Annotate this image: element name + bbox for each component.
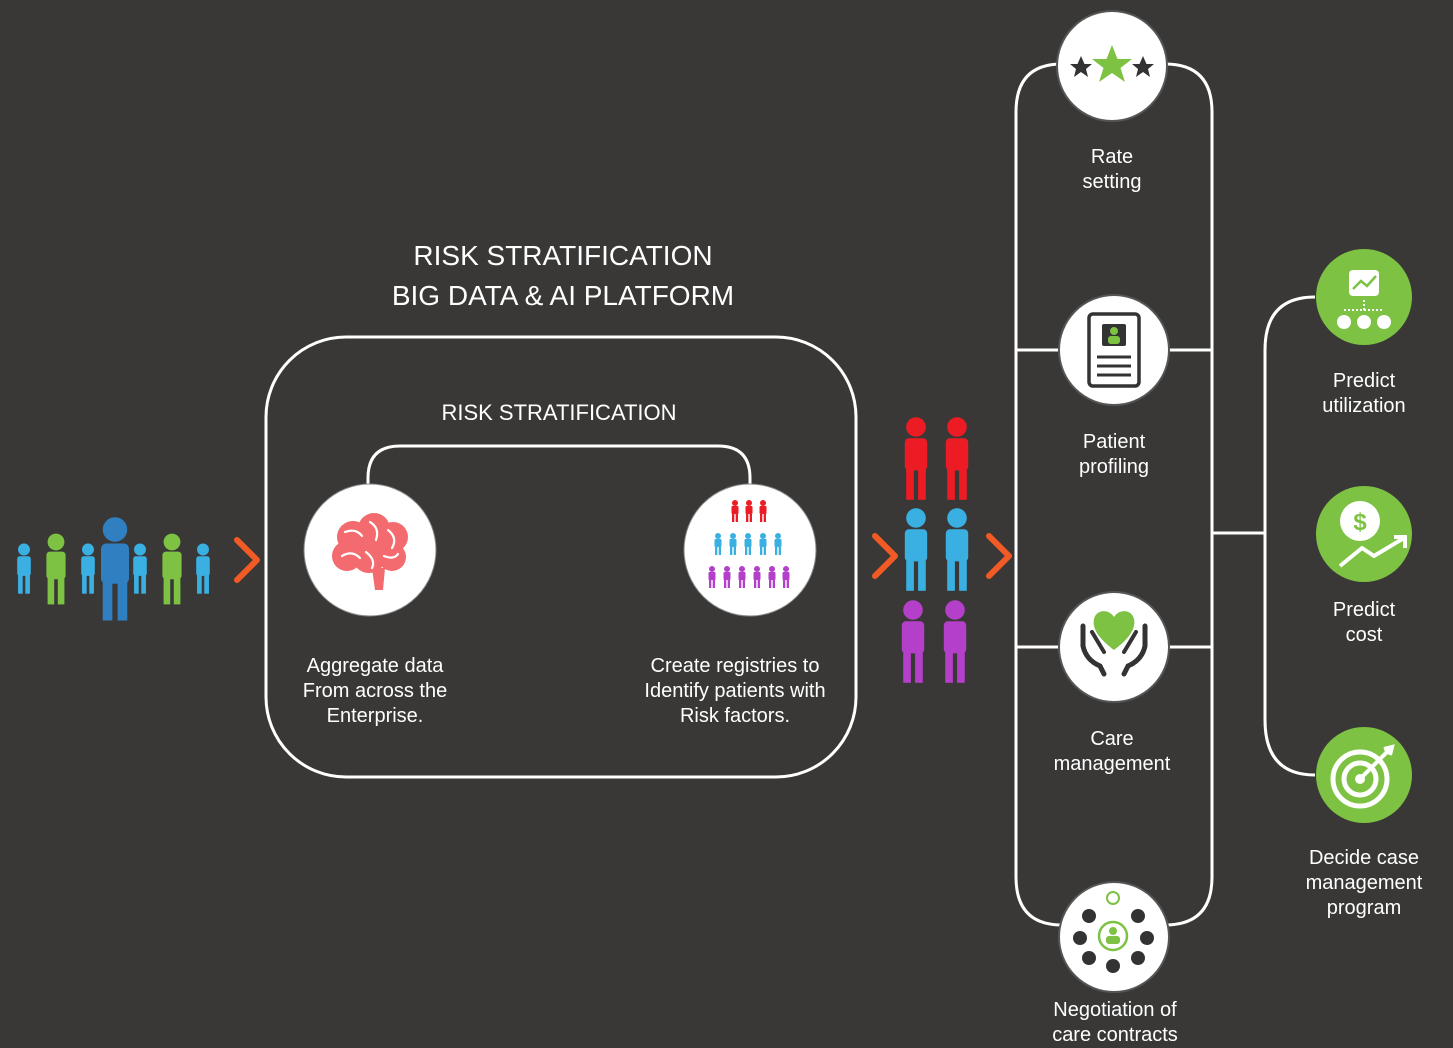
decide-case-line2: management <box>1305 872 1423 894</box>
negotiation-label: Negotiation of care contracts <box>1020 998 1210 1048</box>
platform-title: RISK STRATIFICATION BIG DATA & AI PLATFO… <box>341 236 785 316</box>
svg-text:$: $ <box>1353 509 1367 536</box>
predict-cost-line1: Predict <box>1332 599 1396 621</box>
patient-profiling-line2: profiling <box>1078 456 1150 478</box>
predictions-bracket <box>1263 295 1316 777</box>
population-icon <box>17 517 210 621</box>
rating-stars-icon <box>1070 45 1154 82</box>
decide-case-label: Decide case management program <box>1283 846 1445 921</box>
inner-connector <box>366 444 752 494</box>
predict-cost-line2: cost <box>1345 624 1383 646</box>
high-risk-group-icon <box>904 417 969 500</box>
registries-line2: Identify patients with <box>644 680 826 702</box>
patient-profiling-line1: Patient <box>1082 431 1146 453</box>
care-management-label: Care management <box>1032 727 1192 777</box>
medium-risk-group-icon <box>904 508 969 591</box>
registries-line1: Create registries to <box>650 655 820 677</box>
patient-profiling-label: Patient profiling <box>1034 430 1194 480</box>
profiling-node <box>1058 294 1170 406</box>
platform-title-line2: BIG DATA & AI PLATFORM <box>391 280 735 311</box>
flow-arrow-1 <box>234 537 260 583</box>
uses-column-frame <box>1014 62 1214 927</box>
heart-hands-icon <box>1080 611 1148 677</box>
aggregate-line1: Aggregate data <box>306 655 444 677</box>
flow-arrow-3 <box>986 533 1012 579</box>
negotiation-line1: Negotiation of <box>1053 999 1177 1021</box>
platform-box <box>264 335 858 779</box>
rate-setting-line2: setting <box>1082 171 1142 193</box>
brain-icon <box>332 513 408 590</box>
registries-line3: Risk factors. <box>679 705 791 727</box>
aggregate-label: Aggregate data From across the Enterpris… <box>270 654 480 729</box>
predict-cost-label: Predict cost <box>1294 598 1434 648</box>
platform-title-line1: RISK STRATIFICATION <box>413 240 713 271</box>
aggregate-line2: From across the <box>302 680 448 702</box>
care-management-line1: Care <box>1090 728 1134 750</box>
decide-case-line1: Decide case <box>1308 847 1420 869</box>
predict-utilization-line2: utilization <box>1322 395 1406 417</box>
target-icon <box>1330 744 1395 809</box>
decide-case-line3: program <box>1326 897 1402 919</box>
negotiation-line2: care contracts <box>1052 1024 1178 1046</box>
patient-profile-icon <box>1087 312 1141 388</box>
predict-utilization-label: Predict utilization <box>1294 369 1434 419</box>
low-risk-group-icon <box>901 600 967 683</box>
rate-setting-line1: Rate <box>1090 146 1134 168</box>
registries-label: Create registries to Identify patients w… <box>615 654 855 729</box>
aggregate-line3: Enterprise. <box>326 705 424 727</box>
flow-arrow-2 <box>872 533 898 579</box>
network-icon <box>1073 891 1154 973</box>
care-management-line2: management <box>1053 753 1171 775</box>
rate-setting-label: Rate setting <box>1032 145 1192 195</box>
predict-utilization-line1: Predict <box>1332 370 1396 392</box>
utilization-chart-icon <box>1337 270 1391 329</box>
inner-title: RISK STRATIFICATION <box>441 400 677 425</box>
utilization-node <box>1316 249 1412 345</box>
cost-growth-icon: $ <box>1338 501 1407 568</box>
